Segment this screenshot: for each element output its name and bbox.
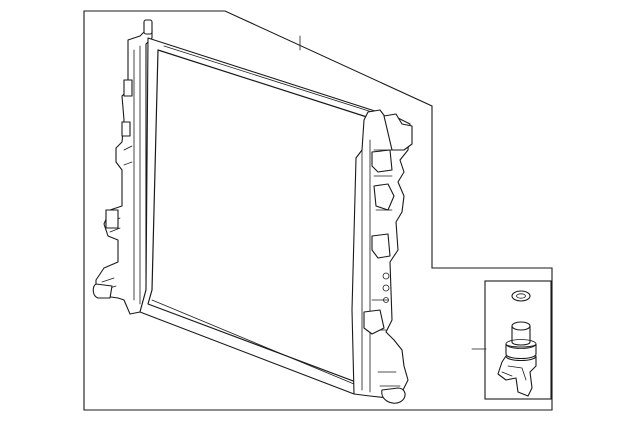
drain-plug[interactable] [497, 321, 537, 397]
radiator-assembly[interactable] [92, 19, 413, 404]
radiator-core-inner-edge [151, 45, 373, 385]
radiator-left-mount-pin [143, 19, 153, 35]
o-ring-seal[interactable] [511, 290, 531, 302]
radiator-right-outlet-fitting[interactable] [371, 233, 391, 259]
assembly-outline-border [83, 10, 553, 411]
radiator-mount-hole [382, 284, 390, 292]
radiator-filler-neck[interactable] [383, 113, 413, 151]
radiator-left-clip [123, 79, 133, 97]
drain-plug-inset-frame [484, 280, 552, 400]
radiator-right-lower-fitting[interactable] [363, 309, 385, 335]
radiator-core-frame [139, 37, 379, 395]
radiator-mount-hole [383, 297, 389, 303]
radiator-right-mid-fitting[interactable] [373, 183, 395, 211]
radiator-mount-hole [382, 272, 390, 280]
radiator-left-lower-mount[interactable] [92, 283, 113, 299]
radiator-right-upper-fitting[interactable] [371, 149, 393, 173]
radiator-left-tank [95, 29, 153, 315]
radiator-left-clip [121, 121, 131, 137]
radiator-left-clip [105, 209, 119, 229]
radiator-right-lower-mount[interactable] [381, 387, 406, 404]
